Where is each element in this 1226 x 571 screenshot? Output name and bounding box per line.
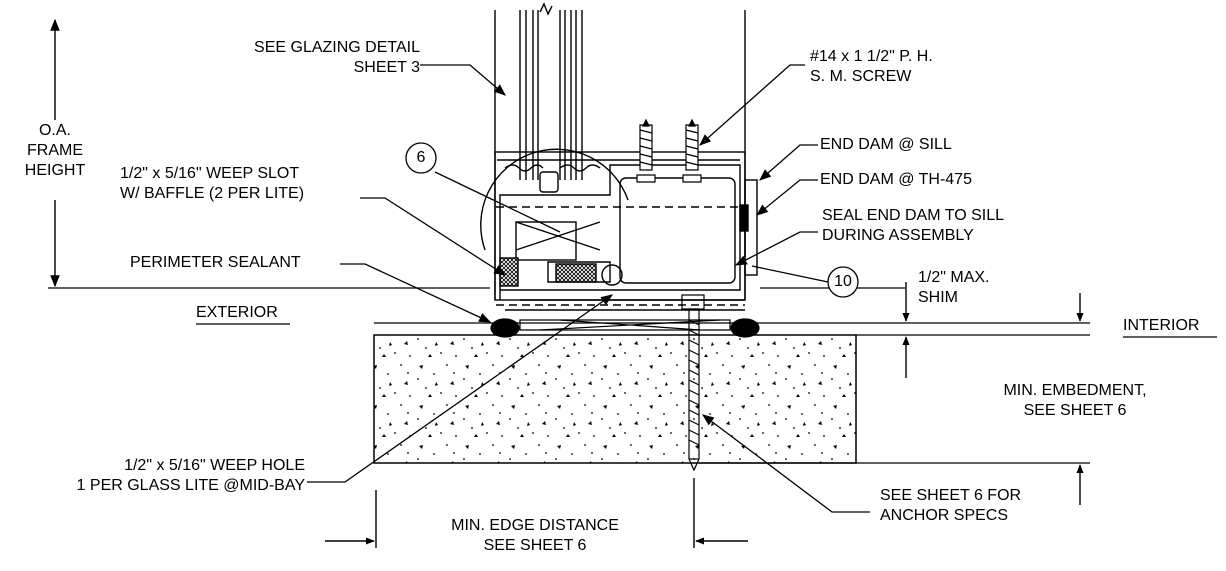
label-end-dam-sill: END DAM @ SILL [820,136,952,153]
label-end-dam-th: END DAM @ TH-475 [820,171,972,188]
screws [636,118,702,183]
label-perimeter-sealant: PERIMETER SEALANT [130,254,301,271]
concrete-substrate [373,334,857,464]
label-anchor-specs: SEE SHEET 6 FOR ANCHOR SPECS [880,487,1022,524]
label-seal-end-dam: SEAL END DAM TO SILL DURING ASSEMBLY [822,207,1004,244]
callout-6: 6 [416,149,426,166]
callout-10: 10 [834,273,852,290]
callout-circles [405,142,859,298]
label-screw: #14 x 1 1/2" P. H. S. M. SCREW [810,48,933,85]
anchor-screw [681,294,705,472]
label-min-embedment: MIN. EMBEDMENT, SEE SHEET 6 [1003,382,1147,419]
side-label-underlines [196,323,1217,338]
label-exterior: EXTERIOR [196,304,278,321]
sill-frame [480,148,758,311]
label-max-shim: 1/2" MAX. SHIM [918,269,990,306]
label-glazing-detail: SEE GLAZING DETAIL SHEET 3 [254,39,420,76]
edge-distance-dimension [325,478,748,548]
label-oa-frame-height: O.A. FRAME HEIGHT [24,122,86,179]
label-weep-slot: 1/2" x 5/16" WEEP SLOT W/ BAFFLE (2 PER … [120,165,305,202]
leader-lines [307,64,870,513]
label-weep-hole: 1/2" x 5/16" WEEP HOLE 1 PER GLASS LITE … [76,457,305,494]
label-interior: INTERIOR [1123,317,1200,334]
shim-and-sealant [490,318,760,338]
label-edge-distance: MIN. EDGE DISTANCE SEE SHEET 6 [451,517,619,554]
